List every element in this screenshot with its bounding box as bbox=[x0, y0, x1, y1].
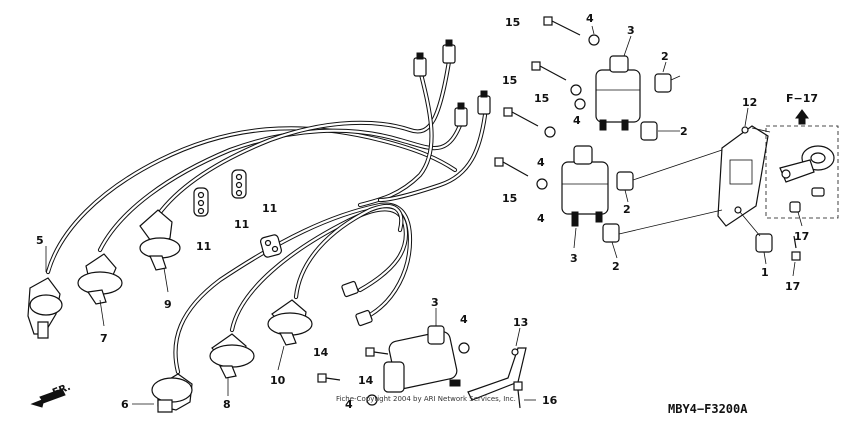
callout-4b: 4 bbox=[573, 114, 581, 127]
callout-13: 13 bbox=[513, 316, 528, 329]
callout-15b: 15 bbox=[502, 74, 517, 87]
callout-4a: 4 bbox=[586, 12, 594, 25]
callout-11a: 11 bbox=[196, 240, 211, 253]
leader-lines bbox=[618, 75, 771, 237]
coil-bracket bbox=[717, 125, 769, 227]
copyright-text: Fiche-Copyright 2004 by ARI Network Serv… bbox=[336, 395, 516, 403]
callout-4f: 4 bbox=[345, 398, 353, 411]
wire-clips bbox=[193, 169, 282, 258]
callout-14a: 14 bbox=[313, 346, 329, 359]
callout-5: 5 bbox=[36, 234, 44, 247]
callout-3c: 3 bbox=[431, 296, 439, 309]
callout-4c: 4 bbox=[537, 156, 545, 169]
callout-11c: 11 bbox=[262, 202, 277, 215]
callout-leaders bbox=[45, 25, 803, 405]
front-arrow bbox=[30, 388, 66, 408]
callout-7: 7 bbox=[100, 332, 108, 345]
callout-10: 10 bbox=[270, 374, 286, 387]
callout-8: 8 bbox=[223, 398, 231, 411]
spark-plug-wires-rear bbox=[45, 52, 488, 275]
callout-2a: 2 bbox=[661, 50, 669, 63]
callout-15c: 15 bbox=[534, 92, 549, 105]
callout-6: 6 bbox=[121, 398, 129, 411]
callout-labels: 15 4 3 2 15 15 4 2 4 15 4 2 2 3 12 1 17 … bbox=[36, 12, 809, 411]
reference-label: F−17 bbox=[786, 92, 818, 105]
callout-4e: 4 bbox=[460, 313, 468, 326]
ignition-coil-lower bbox=[561, 145, 609, 227]
coil-stay bbox=[467, 347, 527, 401]
spark-plug-wires-front bbox=[173, 202, 413, 375]
ignition-coil-bottom bbox=[383, 325, 461, 393]
callout-2b: 2 bbox=[680, 125, 688, 138]
callout-17a: 17 bbox=[794, 230, 809, 243]
callout-3a: 3 bbox=[627, 24, 635, 37]
callout-4d: 4 bbox=[537, 212, 545, 225]
callout-12: 12 bbox=[742, 96, 757, 109]
callout-2c: 2 bbox=[623, 203, 631, 216]
ignition-coil-upper bbox=[595, 55, 641, 131]
callout-1: 1 bbox=[761, 266, 769, 279]
callout-17b: 17 bbox=[785, 280, 800, 293]
callout-15d: 15 bbox=[502, 192, 517, 205]
callout-3b: 3 bbox=[570, 252, 578, 265]
callout-2d: 2 bbox=[612, 260, 620, 273]
callout-9: 9 bbox=[164, 298, 172, 311]
part-code: MBY4−F3200A bbox=[668, 402, 748, 416]
wire-terminals bbox=[341, 39, 491, 327]
callout-15a: 15 bbox=[505, 16, 520, 29]
callout-11b: 11 bbox=[234, 218, 249, 231]
callout-16: 16 bbox=[542, 394, 558, 407]
bolts-and-grommets bbox=[317, 16, 801, 409]
callout-14b: 14 bbox=[358, 374, 374, 387]
reference-inset bbox=[765, 109, 839, 219]
plug-caps bbox=[27, 209, 313, 413]
spacers bbox=[602, 73, 773, 253]
